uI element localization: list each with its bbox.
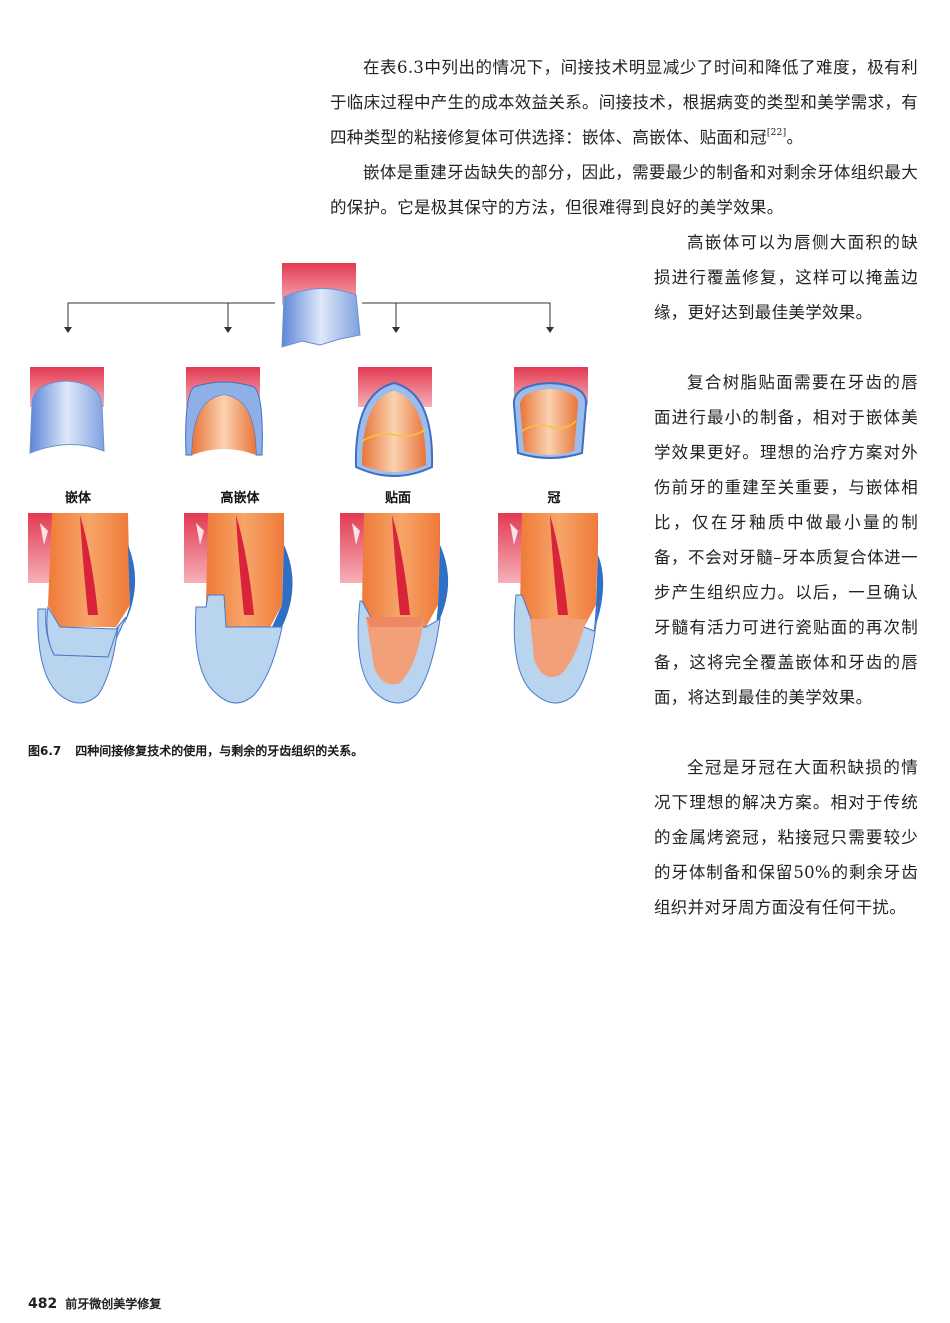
- branch-arrows: [64, 327, 554, 333]
- label-veneer: 贴面: [384, 491, 411, 506]
- book-title: 前牙微创美学修复: [65, 1297, 162, 1311]
- figure-caption-text: 四种间接修复技术的使用，与剩余的牙齿组织的关系。: [75, 744, 364, 758]
- label-crown: 冠: [547, 491, 561, 506]
- figure-number: 图6.7: [28, 744, 62, 758]
- crown-cross-section: [498, 513, 604, 704]
- onlay-labial-view: [185, 367, 263, 456]
- page-number: 482: [28, 1296, 58, 1312]
- source-tooth: [281, 287, 361, 348]
- intro-text: 在表6.3中列出的情况下，间接技术明显减少了时间和降低了难度，极有利于临床过程中…: [330, 58, 918, 147]
- veneer-paragraph: 复合树脂贴面需要在牙齿的唇面进行最小的制备，相对于嵌体美学效果更好。理想的治疗方…: [654, 373, 918, 707]
- inlay-paragraph: 嵌体是重建牙齿缺失的部分，因此，需要最少的制备和对剩余牙体组织最大的保护。它是极…: [330, 163, 918, 217]
- label-onlay: 高嵌体: [220, 491, 260, 506]
- inlay-cross-section: [28, 513, 136, 704]
- figure-caption: 图6.7 四种间接修复技术的使用，与剩余的牙齿组织的关系。: [28, 742, 363, 759]
- veneer-labial-view: [354, 367, 434, 477]
- onlay-paragraph: 高嵌体可以为唇侧大面积的缺损进行覆盖修复，这样可以掩盖边缘，更好达到最佳美学效果…: [654, 233, 918, 322]
- page-footer: 482 前牙微创美学修复: [28, 1295, 161, 1312]
- veneer-cross-section: [340, 513, 449, 704]
- label-inlay: 嵌体: [64, 491, 91, 506]
- intro-paragraph: 在表6.3中列出的情况下，间接技术明显减少了时间和降低了难度，极有利于临床过程中…: [330, 50, 918, 155]
- intro-text-end: 。: [786, 128, 804, 147]
- reference-mark: [22]: [766, 128, 787, 138]
- crown-paragraph: 全冠是牙冠在大面积缺损的情况下理想的解决方案。相对于传统的金属烤瓷冠，粘接冠只需…: [654, 758, 918, 917]
- restoration-figure: 嵌体 高嵌体 贴面 冠: [20, 255, 635, 725]
- branch-lines: [67, 302, 551, 327]
- onlay-cross-section: [184, 513, 293, 704]
- inlay-labial-view: [29, 367, 105, 454]
- crown-labial-view: [512, 367, 588, 459]
- restoration-diagram: [28, 263, 604, 704]
